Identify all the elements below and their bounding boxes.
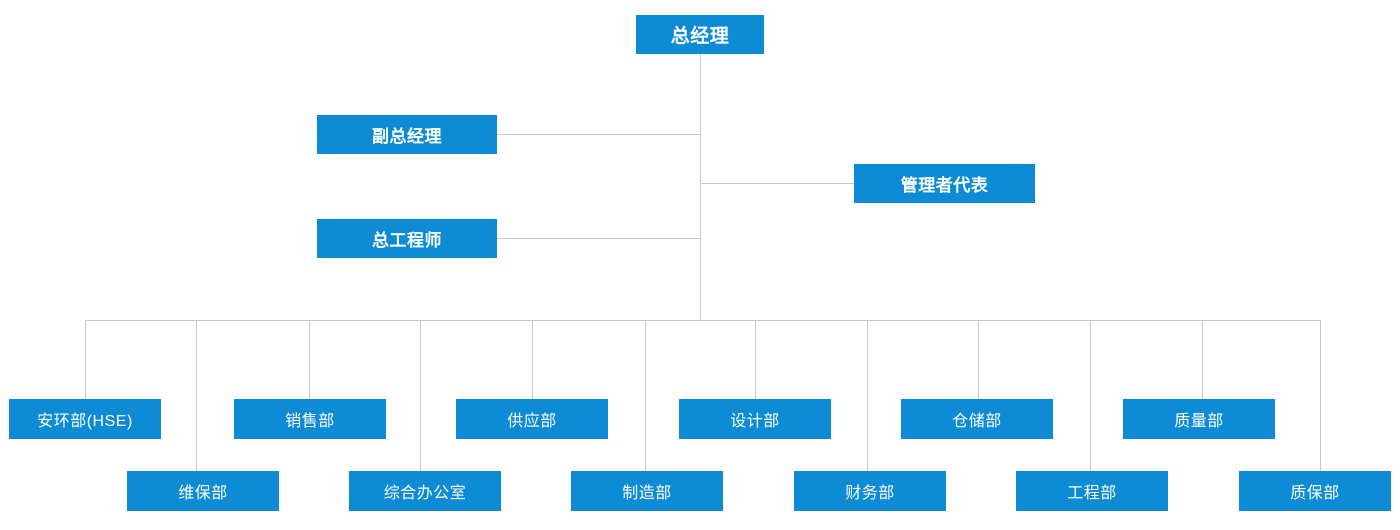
drop-line-dept-7: [755, 320, 756, 399]
drop-line-dept-1: [85, 320, 86, 399]
drop-line-dept-2: [196, 320, 197, 471]
node-label: 副总经理: [372, 127, 442, 146]
node-dept-engineering[interactable]: 工程部: [1016, 471, 1168, 511]
drop-line-dept-11: [1202, 320, 1203, 399]
node-chief-engineer[interactable]: 总工程师: [317, 219, 497, 258]
node-dept-hse[interactable]: 安环部(HSE): [9, 399, 161, 439]
node-label: 管理者代表: [900, 176, 989, 195]
drop-line-dept-8: [867, 320, 868, 471]
branch-line-management-representative: [700, 183, 854, 184]
department-bus-line: [85, 320, 1321, 321]
branch-line-chief-engineer: [497, 238, 701, 239]
node-dept-manufacturing[interactable]: 制造部: [571, 471, 723, 511]
node-dept-supply[interactable]: 供应部: [456, 399, 608, 439]
node-label: 总工程师: [372, 231, 442, 250]
node-label: 综合办公室: [383, 485, 467, 502]
drop-line-dept-9: [978, 320, 979, 399]
drop-line-dept-6: [645, 320, 646, 471]
node-label: 设计部: [730, 413, 780, 430]
node-dept-general-office[interactable]: 综合办公室: [349, 471, 501, 511]
node-label: 仓储部: [952, 413, 1002, 430]
node-label: 质保部: [1290, 485, 1340, 502]
node-dept-quality[interactable]: 质量部: [1123, 399, 1275, 439]
drop-line-dept-12: [1320, 320, 1321, 471]
node-label: 制造部: [622, 485, 672, 502]
node-general-manager[interactable]: 总经理: [636, 15, 764, 54]
branch-line-deputy-general-manager: [497, 134, 701, 135]
node-label: 安环部(HSE): [37, 413, 133, 430]
node-dept-maintenance[interactable]: 维保部: [127, 471, 279, 511]
drop-line-dept-3: [309, 320, 310, 399]
trunk-line-main: [700, 54, 701, 321]
node-label: 工程部: [1067, 485, 1117, 502]
drop-line-dept-5: [532, 320, 533, 399]
node-dept-sales[interactable]: 销售部: [234, 399, 386, 439]
node-dept-warehouse[interactable]: 仓储部: [901, 399, 1053, 439]
node-dept-design[interactable]: 设计部: [679, 399, 831, 439]
node-label: 维保部: [178, 485, 228, 502]
node-dept-quality-assurance[interactable]: 质保部: [1239, 471, 1391, 511]
node-management-representative[interactable]: 管理者代表: [854, 164, 1035, 203]
node-deputy-general-manager[interactable]: 副总经理: [317, 115, 497, 154]
node-dept-finance[interactable]: 财务部: [794, 471, 946, 511]
drop-line-dept-4: [420, 320, 421, 471]
node-label: 财务部: [845, 485, 895, 502]
node-label: 供应部: [507, 413, 557, 430]
node-label: 质量部: [1174, 413, 1224, 430]
drop-line-dept-10: [1090, 320, 1091, 471]
node-label: 销售部: [285, 413, 335, 430]
node-label: 总经理: [670, 26, 730, 47]
